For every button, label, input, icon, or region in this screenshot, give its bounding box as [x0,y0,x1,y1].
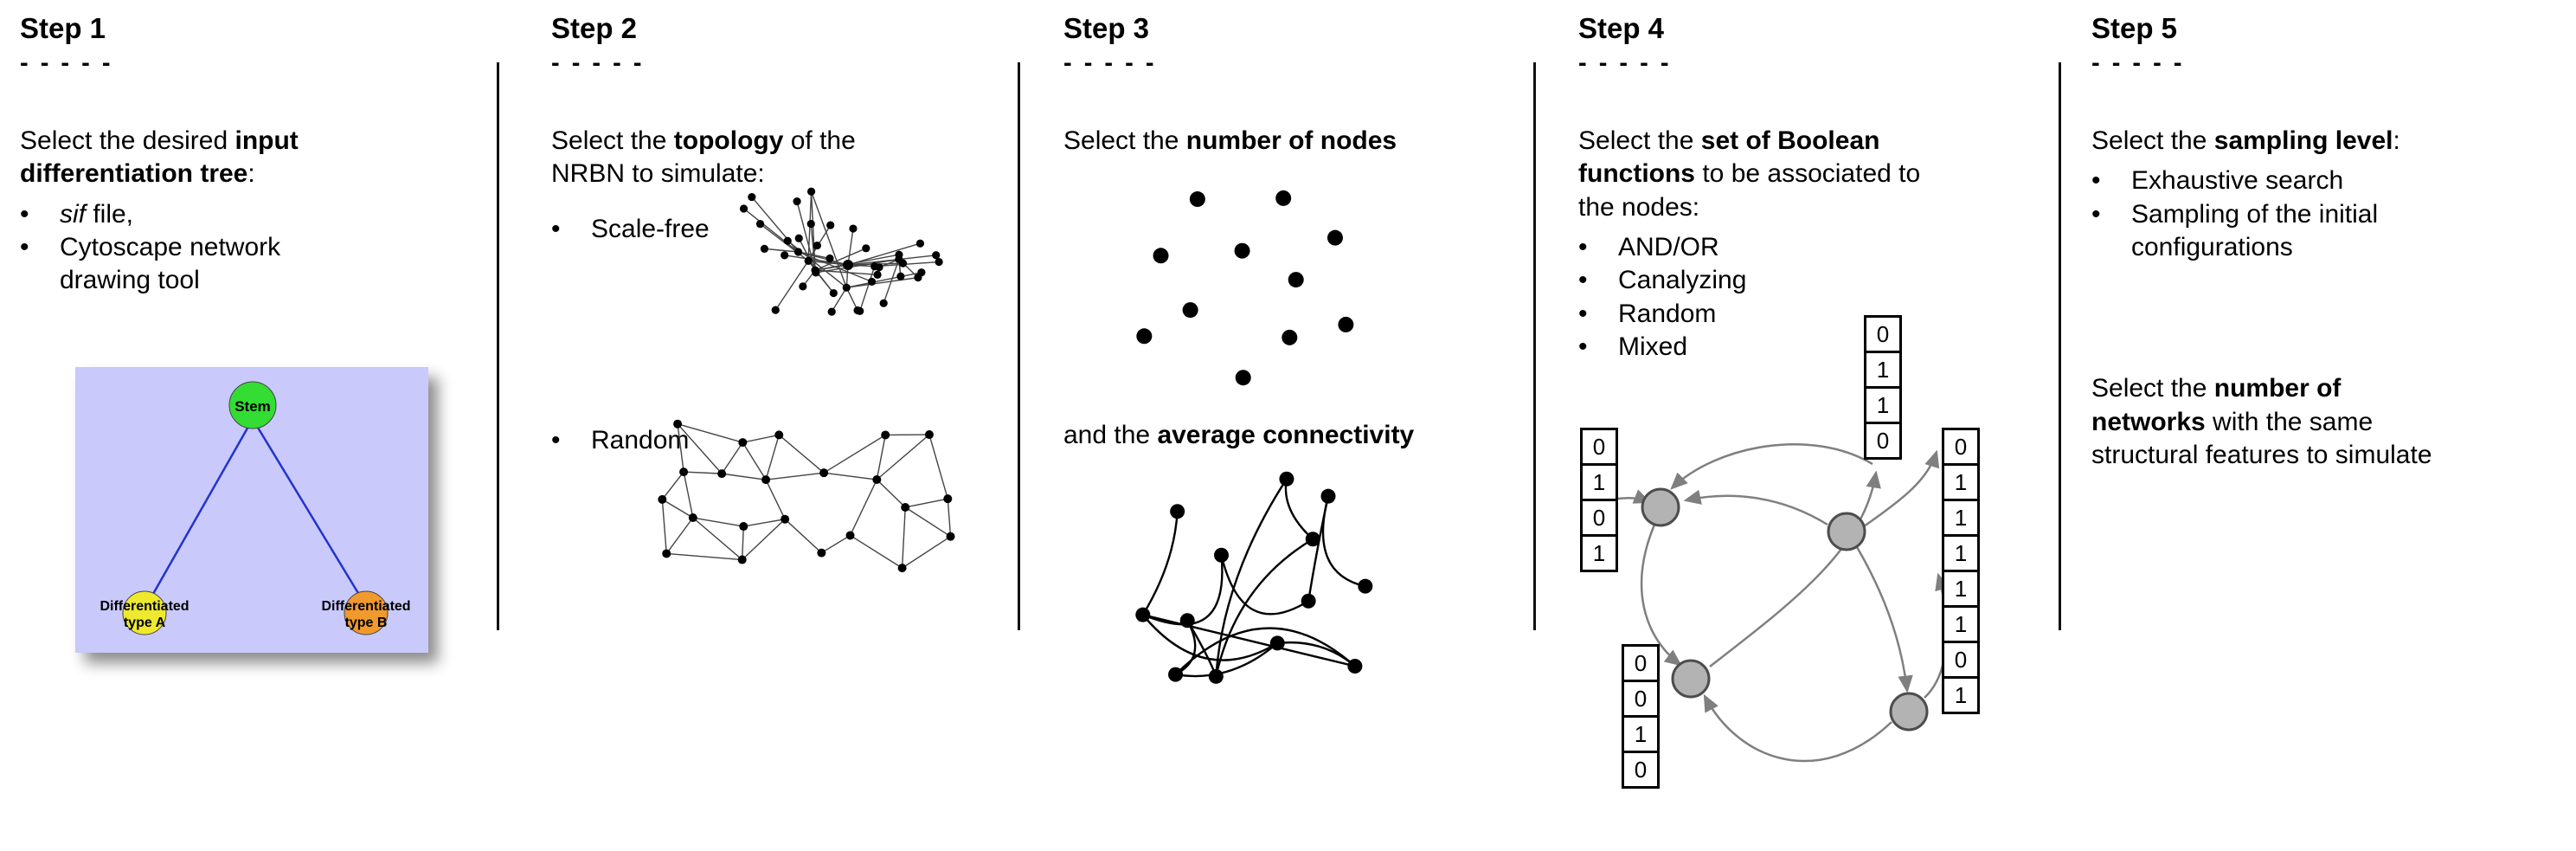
type-a-node [122,590,167,635]
step-3-title: Step 3 [1063,12,1150,44]
column-divider-2 [1018,62,1020,630]
bullet-and-or: AND/OR [1578,231,2052,264]
truth-table-cell: 1 [1864,386,1902,424]
step-5-bullets: Exhaustive search Sampling of the initia… [2091,164,2569,264]
truth-table-cell: 1 [1942,605,1980,643]
type-b-node [344,590,389,635]
bullet-mixed: Mixed [1578,331,2052,364]
tree-edge-b [251,418,368,607]
random-network-graphic [658,419,955,573]
truth-table-cell: 0 [1622,680,1660,718]
boolean-nodes [1641,487,1929,732]
truth-table-cell: 0 [1942,428,1980,466]
step-5-column: Step 5 - - - - - Select the sampling lev… [2091,12,2569,851]
step-1-column: Step 1 - - - - - Select the desired inpu… [20,12,487,851]
truth-table-cell: 0 [1864,315,1902,353]
boolean-arrows [1617,443,1950,763]
boolean-node-1 [1641,487,1680,527]
truth-table-cell: 1 [1864,351,1902,389]
differentiation-tree-graphic: Stem Differentiated type A Differentiate… [100,381,411,635]
truth-table-cell: 1 [1942,534,1980,572]
tree-edge-a [145,418,254,607]
step-4-dashes: - - - - - [1578,48,1672,77]
column-divider-4 [2059,62,2061,630]
truth-table-cell: 1 [1942,570,1980,608]
stem-node-label: Stem [234,398,271,415]
scale-free-network-graphic [739,187,943,316]
truth-table-cell: 1 [1580,463,1618,501]
bullet-sif-file: sif file, [20,198,487,231]
bullet-scale-free: Scale-free [551,213,710,246]
boolean-network-graphic [1617,443,1950,763]
bullet-exhaustive-search: Exhaustive search [2091,164,2569,197]
column-divider-3 [1533,62,1536,630]
truth-table-cell: 0 [1864,422,1902,460]
differentiation-tree-image: Stem Differentiated type A Differentiate… [75,367,428,653]
step-3-dashes: - - - - - [1063,48,1157,77]
truth-table-cell: 0 [1580,499,1618,537]
nodes-dots-graphic [1136,190,1354,386]
type-a-label-line2: type A [124,616,166,630]
step-3-connectivity-text: and the average connectivity [1063,421,1415,449]
step-1-title: Step 1 [20,12,106,44]
step-2-title: Step 2 [551,12,638,44]
type-b-label-line2: type B [345,616,388,630]
truth-table-cell: 0 [1942,641,1980,679]
truth-table-cell: 1 [1942,499,1980,537]
step-2-dashes: - - - - - [551,48,645,77]
boolean-node-3 [1671,659,1711,699]
step-4-bullets: AND/OR Canalyzing Random Mixed [1578,231,2052,364]
average-connectivity-graphic [1135,471,1373,684]
step-3-intro: Select the number of nodes [1063,126,1397,155]
bullet-random-functions: Random [1578,298,2052,331]
truth-table-cell: 0 [1622,644,1660,682]
bullet-random-topology: Random [551,424,689,457]
step-1-dashes: - - - - - [20,48,113,77]
column-divider-1 [497,62,499,630]
step-5-dashes: - - - - - [2091,48,2185,77]
type-a-label-line1: Differentiated [100,599,189,614]
truth-table-cell: 1 [1942,676,1980,714]
truth-table-cell: 0 [1622,751,1660,789]
type-b-label-line1: Differentiated [321,599,410,614]
boolean-node-4 [1889,692,1929,732]
step-2-column: Step 2 - - - - - Select the topology of … [551,12,1001,851]
truth-table-cell: 1 [1580,534,1618,572]
boolean-node-2 [1827,512,1866,551]
bullet-canalyzing: Canalyzing [1578,264,2052,297]
truth-table-cell: 1 [1622,715,1660,753]
step-4-title: Step 4 [1578,12,1665,44]
truth-table-cell: 1 [1942,463,1980,501]
stem-node [228,381,277,429]
step-5-title: Step 5 [2091,12,2178,44]
step-4-column: Step 4 - - - - - Select the set of Boole… [1578,12,2052,851]
step-5-intro: Select the sampling level: [2091,126,2400,155]
step-3-column: Step 3 - - - - - Select the number of no… [1063,12,1526,851]
truth-table-cell: 0 [1580,428,1618,466]
